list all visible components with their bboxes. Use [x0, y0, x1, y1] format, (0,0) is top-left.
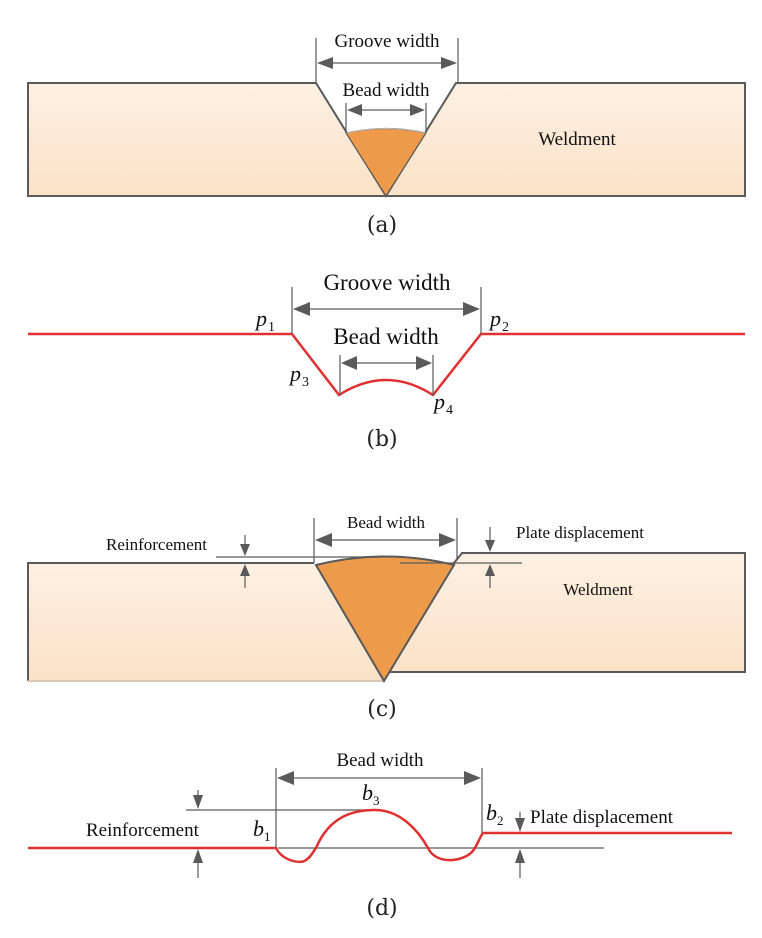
weld-bead — [314, 555, 456, 683]
arrow-left-icon — [293, 302, 310, 316]
svg-text:p: p — [432, 389, 445, 414]
arrow-left-icon — [347, 104, 362, 116]
point-label-p4: p 4 — [432, 389, 453, 418]
point-label-p3: p 3 — [288, 361, 309, 390]
svg-text:4: 4 — [446, 403, 453, 418]
svg-text:b: b — [253, 816, 264, 841]
point-label-p2: p 2 — [488, 306, 509, 335]
panel-caption: (a) — [367, 213, 397, 238]
groove-width-label: Groove width — [334, 31, 440, 52]
arrow-up-icon — [515, 849, 525, 863]
svg-text:b: b — [486, 800, 497, 825]
point-label-b3: b 3 — [362, 780, 380, 808]
point-label-p1: p 1 — [254, 306, 275, 335]
arrow-up-icon — [193, 849, 203, 863]
panel-caption: (c) — [367, 697, 397, 722]
svg-text:1: 1 — [264, 829, 271, 844]
plate-displacement-label: Plate displacement — [530, 807, 674, 828]
arrow-down-icon — [485, 540, 495, 552]
panel-a: Groove width Bead width Weldment (a) — [27, 31, 746, 238]
svg-text:3: 3 — [373, 793, 380, 808]
weldment-plate — [27, 82, 746, 198]
arrow-down-icon — [193, 795, 203, 809]
panel-caption: (d) — [366, 896, 397, 921]
svg-text:2: 2 — [502, 320, 509, 335]
point-label-b2: b 2 — [486, 800, 504, 828]
svg-text:1: 1 — [268, 320, 275, 335]
arrow-left-icon — [341, 356, 357, 370]
panel-b: Groove width Bead width p 1 p 2 p 3 p 4 … — [28, 270, 745, 452]
profile-line — [28, 808, 732, 864]
arrow-left-icon — [277, 771, 294, 785]
arrow-up-icon — [485, 564, 495, 576]
weldment-label: Weldment — [563, 580, 633, 599]
reinforcement-label: Reinforcement — [106, 535, 207, 554]
svg-text:3: 3 — [302, 375, 309, 390]
svg-text:2: 2 — [497, 813, 504, 828]
arrow-right-icon — [416, 356, 432, 370]
weldment-label: Weldment — [538, 129, 616, 150]
arrow-right-icon — [439, 533, 456, 547]
panel-d: Bead width Reinforcement Plate displacem… — [28, 750, 732, 921]
weldment-plate-left — [28, 563, 384, 681]
bead-width-label: Bead width — [342, 80, 430, 101]
svg-text:p: p — [488, 306, 501, 331]
svg-text:p: p — [288, 361, 301, 386]
arrow-down-icon — [240, 544, 250, 556]
plate-displacement-label: Plate displacement — [516, 523, 644, 542]
arrow-up-icon — [240, 564, 250, 576]
panel-c: Bead width Reinforcement Plate displacem… — [27, 513, 746, 722]
bead-width-label: Bead width — [336, 750, 424, 771]
arrow-right-icon — [441, 57, 457, 69]
arrow-right-icon — [463, 302, 480, 316]
arrow-down-icon — [515, 818, 525, 832]
arrow-left-icon — [317, 57, 333, 69]
bead-width-label: Bead width — [333, 324, 439, 349]
svg-text:p: p — [254, 306, 267, 331]
svg-text:b: b — [362, 780, 373, 805]
point-label-b1: b 1 — [253, 816, 271, 844]
panel-caption: (b) — [366, 427, 397, 452]
bead-width-label: Bead width — [347, 513, 425, 532]
arrow-right-icon — [410, 104, 425, 116]
reinforcement-label: Reinforcement — [86, 820, 200, 841]
groove-width-label: Groove width — [323, 270, 451, 295]
arrow-left-icon — [315, 533, 332, 547]
arrow-right-icon — [464, 771, 481, 785]
